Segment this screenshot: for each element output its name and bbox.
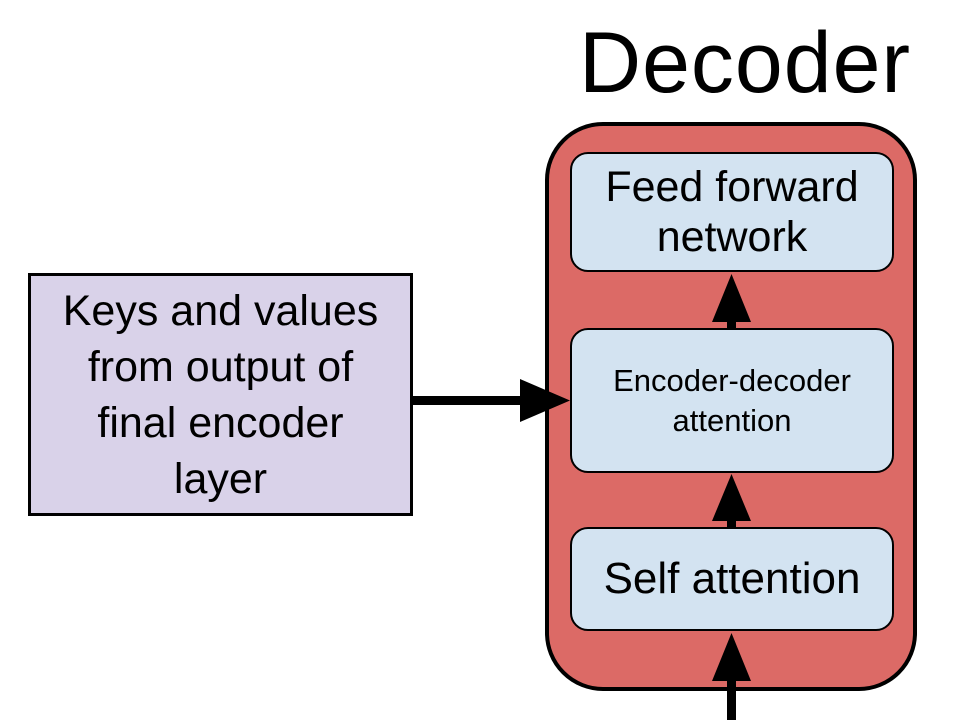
note-line: layer bbox=[173, 454, 268, 503]
block-label-line: Self attention bbox=[603, 554, 861, 603]
block-label-line: network bbox=[656, 213, 808, 261]
block-feed-forward-network: Feed forward network bbox=[570, 152, 894, 272]
block-label-line: Encoder-decoder bbox=[613, 362, 851, 398]
note-line: final encoder bbox=[97, 398, 344, 447]
block-label-line: attention bbox=[672, 402, 792, 438]
note-line: Keys and values bbox=[62, 286, 379, 335]
block-encoder-decoder-attention: Encoder-decoder attention bbox=[570, 328, 894, 473]
note-line: from output of bbox=[87, 342, 354, 391]
diagram-title: Decoder bbox=[578, 15, 912, 111]
block-self-attention: Self attention bbox=[570, 527, 894, 631]
block-label-line: Feed forward bbox=[605, 163, 859, 211]
keys-values-note-box: Keys and values from output of final enc… bbox=[28, 273, 413, 516]
